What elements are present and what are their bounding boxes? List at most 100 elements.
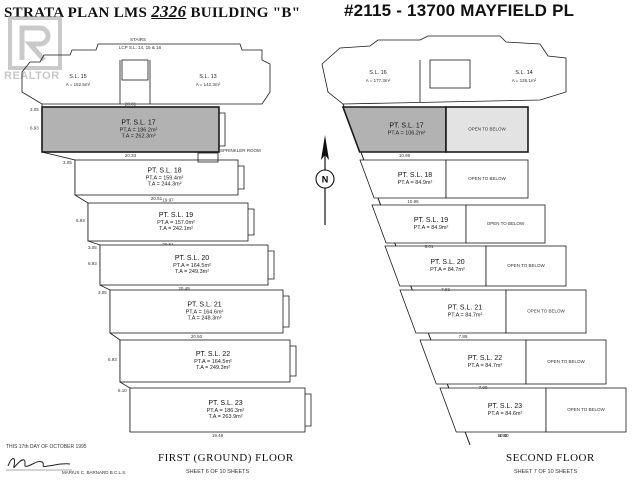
first-floor-unit-ta: T.A = 242.1m²	[159, 226, 193, 232]
first-floor-side-dim: 6.93	[88, 261, 97, 266]
second-floor-open-label: OPEN TO BELOW	[547, 359, 585, 364]
second-floor-unit-20	[384, 245, 487, 287]
north-arrow-icon: N	[315, 135, 335, 225]
first-floor-sl13-label: S.L. 13	[199, 74, 216, 80]
first-floor-side-dim: 3.05	[63, 160, 72, 165]
second-floor-stair-box	[429, 59, 471, 89]
second-floor-dim: 10.98	[399, 153, 411, 158]
first-floor-unit-label: PT. S.L. 22	[196, 351, 230, 358]
first-floor-side-dim: 6.93	[30, 126, 39, 131]
second-floor-label: SECOND FLOOR	[506, 452, 595, 464]
first-floor-unit-18	[74, 159, 239, 196]
first-floor-unit-jog	[268, 250, 275, 280]
first-floor-unit-ta: T.A = 263.9m²	[208, 414, 242, 420]
first-floor-unit-jog	[283, 295, 290, 328]
second-floor-unit-19	[371, 204, 467, 244]
first-floor-unit-dim-bottom: 20.51	[151, 196, 163, 201]
first-floor-unit-label: PT. S.L. 17	[121, 120, 155, 127]
second-floor-dim: 6.93	[499, 433, 508, 438]
second-floor-open-to-below-17	[445, 106, 529, 153]
first-floor-unit-label: PT. S.L. 18	[147, 168, 181, 175]
second-floor-unit-label: PT. S.L. 22	[468, 355, 502, 362]
second-floor-unit-18	[359, 159, 447, 199]
first-floor-unit-19	[87, 202, 249, 242]
second-floor-open-to-below-22	[525, 339, 607, 385]
second-floor-dim: 7.93	[441, 287, 450, 292]
second-floor-open-label: OPEN TO BELOW	[567, 407, 605, 412]
first-floor-unit-dim-bottom: 20.51	[162, 242, 174, 247]
first-floor-unit-jog	[248, 208, 255, 236]
first-floor-sheet: SHEET 6 OF 10 SHEETS	[186, 469, 250, 475]
first-floor-unit-pta: PT.A = 164.5m²	[194, 359, 232, 365]
first-floor-side-dim: 3.05	[98, 290, 107, 295]
second-floor-dim: 8.01	[425, 244, 434, 249]
first-floor-side-dim: 6.93	[76, 218, 85, 223]
second-floor-unit-label: PT. S.L. 23	[488, 403, 522, 410]
second-floor-open-label: OPEN TO BELOW	[468, 176, 506, 181]
first-floor-unit-label: PT. S.L. 21	[187, 302, 221, 309]
first-floor-label: FIRST (GROUND) FLOOR	[158, 452, 294, 464]
second-floor-open-label: OPEN TO BELOW	[468, 127, 506, 132]
plan-building: BUILDING "B"	[190, 5, 301, 21]
realtor-r-icon	[8, 16, 62, 70]
second-floor-unit-pta: PT.A = 106.2m²	[388, 131, 426, 137]
first-floor-unit-label: PT. S.L. 23	[208, 400, 242, 407]
first-floor-unit-dim-top: 28.81	[125, 102, 137, 107]
second-floor-open-to-below-21	[505, 289, 587, 334]
second-floor-sl16-label: S.L. 16	[369, 70, 386, 76]
second-floor-sl14-area: A = 126.1m²	[512, 78, 537, 83]
first-floor-unit-dim-bottom: 19.48	[212, 433, 224, 438]
second-floor-sheet: SHEET 7 OF 10 SHEETS	[514, 469, 578, 475]
realtor-watermark: REALTOR	[2, 14, 68, 86]
second-floor-unit-22	[419, 339, 527, 385]
first-floor-unit-ta: T.A = 248.3m²	[187, 316, 221, 322]
first-floor-unit-ta: T.A = 249.3m²	[196, 365, 230, 371]
first-floor-unit-pta: PT.A = 164.5m²	[173, 263, 211, 269]
first-floor-sl15-label: S.L. 15	[69, 74, 86, 80]
second-floor-unit-pta: PT.A = 84.9m²	[398, 180, 433, 186]
first-floor-unit-pta: PT.A = 159.4m²	[146, 176, 184, 182]
first-floor-unit-dim-bottom: 20.33	[125, 153, 137, 158]
first-floor-unit-pta: PT.A = 186.2m²	[120, 128, 158, 134]
first-floor-stairs-sub: LCP S.L. 14, 15 & 16	[119, 45, 162, 50]
second-floor-dim: 7.89	[459, 334, 468, 339]
first-floor-unit-label: PT. S.L. 20	[175, 255, 209, 262]
signature-icon	[6, 458, 72, 471]
first-floor-unit-dim-bottom: 20.49	[178, 286, 190, 291]
second-floor-open-label: OPEN TO BELOW	[507, 263, 545, 268]
first-floor-unit-ta: T.A = 262.3m²	[121, 134, 155, 140]
first-floor-unit-22	[119, 339, 291, 383]
realtor-brand-text: REALTOR	[4, 70, 60, 82]
first-floor-unit-jog	[305, 393, 312, 427]
second-floor-dim: 10.96	[407, 199, 419, 204]
first-floor-unit-dim-top: 19.97	[162, 198, 174, 203]
surveyor-name: MARIUS C. BARNARD B.C.L.S.	[62, 470, 127, 475]
second-floor-open-to-below-20	[485, 245, 567, 287]
property-address: #2115 - 13700 MAYFIELD PL	[344, 1, 575, 20]
signature-date: THIS 17th DAY OF OCTOBER 1995	[6, 444, 87, 450]
first-floor-sprinkler-label: SPRINKLER ROOM	[220, 148, 261, 153]
second-floor-open-to-below-23	[545, 387, 627, 433]
second-floor-dim: 10.80	[497, 433, 509, 438]
second-floor-open-label: OPEN TO BELOW	[527, 309, 565, 314]
first-floor-sl13-area: A = 142.3m²	[196, 82, 221, 87]
first-floor-stairs-label: STAIRS	[130, 37, 146, 42]
second-floor-unit-17	[341, 106, 447, 153]
second-floor-unit-23	[439, 387, 547, 433]
second-floor-unit-pta: PT.A = 84.7m²	[430, 267, 465, 273]
first-floor-unit-jog	[290, 345, 297, 377]
first-floor-unit-jog	[219, 112, 226, 147]
first-floor-side-dim: 3.05	[88, 245, 97, 250]
second-floor-unit-pta: PT.A = 84.7m²	[468, 363, 503, 369]
first-floor-unit-jog	[238, 165, 245, 190]
second-floor-unit-label: PT. S.L. 20	[430, 259, 464, 266]
second-floor-unit-label: PT. S.L. 19	[414, 217, 448, 224]
second-floor-unit-label: PT. S.L. 21	[448, 305, 482, 312]
second-floor-open-label: OPEN TO BELOW	[487, 221, 525, 226]
first-floor-unit-ta: T.A = 249.3m²	[175, 269, 209, 275]
second-floor-open-to-below-19	[465, 204, 546, 244]
second-floor-upper-outline	[321, 35, 567, 105]
second-floor-unit-21	[399, 289, 507, 334]
